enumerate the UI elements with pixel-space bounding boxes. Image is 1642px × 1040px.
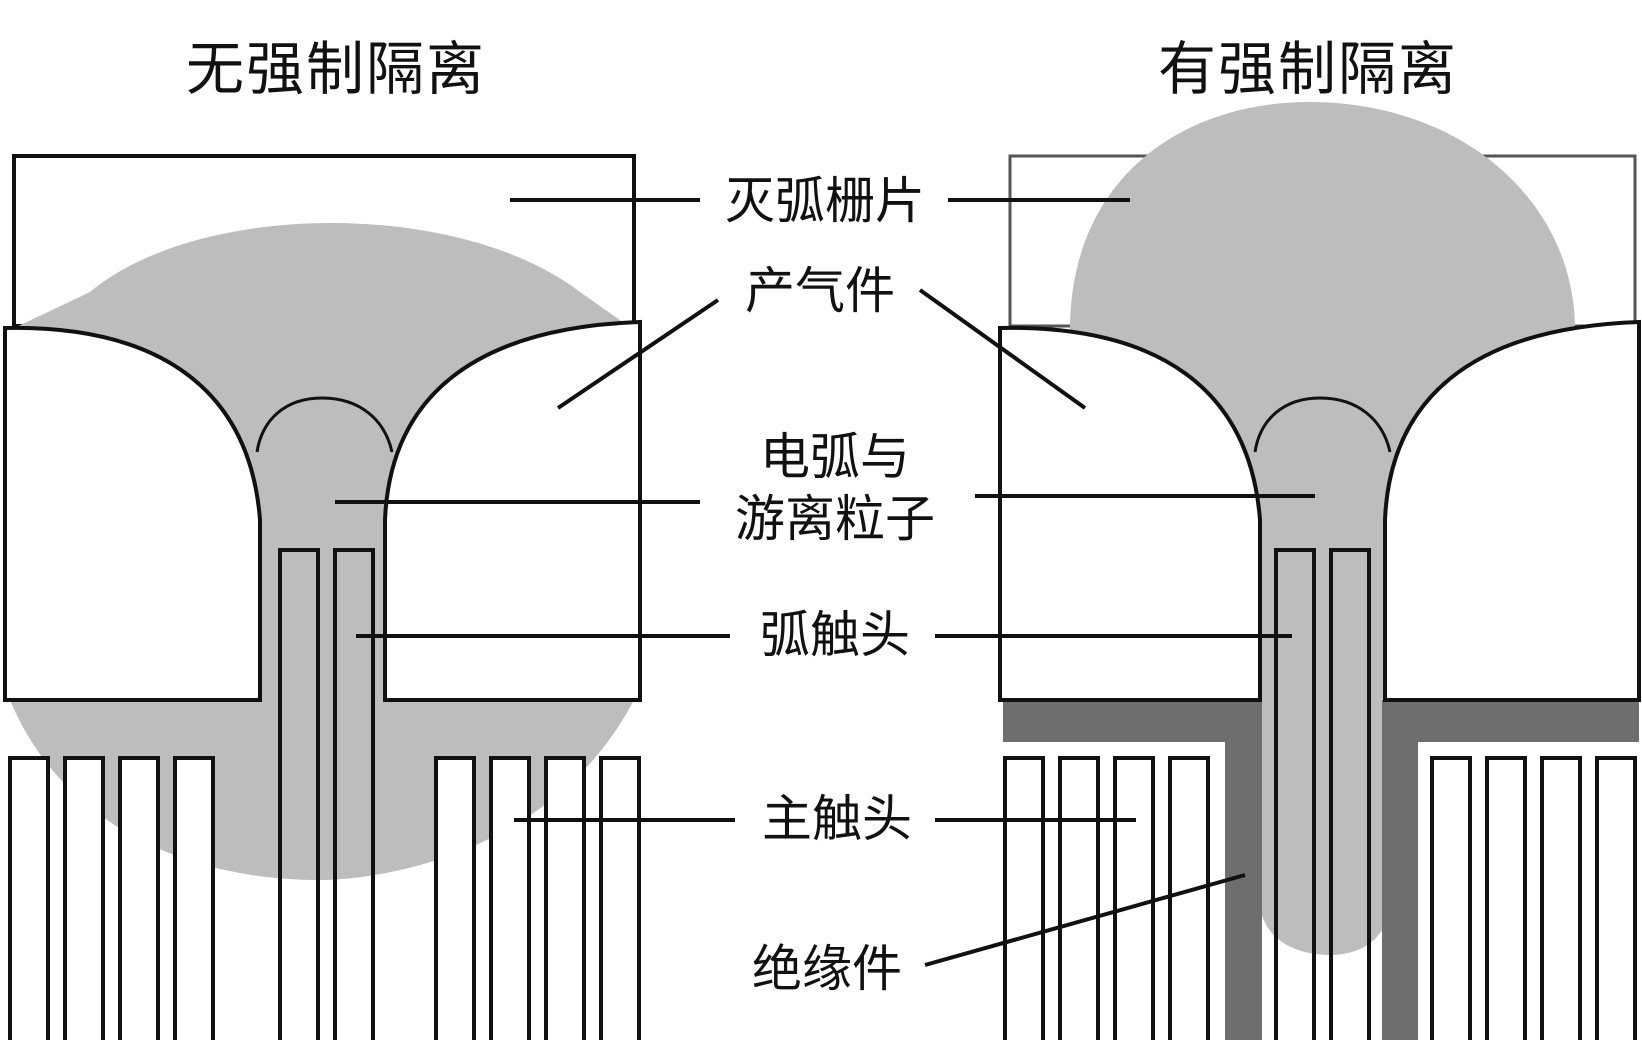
main-contact-finger xyxy=(1595,756,1637,1040)
main-contact-finger xyxy=(63,756,105,1040)
right-gas-generator-right xyxy=(1383,319,1641,702)
label-arc-particles-line1: 电弧与 xyxy=(760,428,910,486)
label-main-contact: 主触头 xyxy=(762,790,912,848)
main-contact-finger xyxy=(118,756,160,1040)
main-contact-finger xyxy=(1540,756,1582,1040)
leader-gas-right xyxy=(918,288,1087,410)
right-insulator xyxy=(1003,700,1639,1040)
left-gas-generator-right xyxy=(383,319,642,702)
left-gas-arch xyxy=(255,396,394,453)
label-insulator: 绝缘件 xyxy=(752,940,902,998)
label-arc-contact: 弧触头 xyxy=(760,606,910,664)
leader-gas-left xyxy=(556,298,720,410)
main-contact-finger xyxy=(8,756,50,1040)
main-contact-finger xyxy=(599,756,641,1040)
left-arc-contact-2 xyxy=(333,548,375,1040)
main-contact-finger xyxy=(434,756,476,1040)
right-panel xyxy=(998,102,1641,1040)
title-right: 有强制隔离 xyxy=(1158,35,1459,103)
label-arc-particles-line2: 游离粒子 xyxy=(735,490,935,548)
right-arc-contact-1 xyxy=(1274,548,1316,1040)
main-contact-finger xyxy=(1430,756,1472,1040)
main-contact-finger xyxy=(1003,756,1045,1040)
main-contact-finger xyxy=(1058,756,1100,1040)
left-panel xyxy=(3,154,642,1040)
right-main-contacts-left xyxy=(1003,756,1210,1040)
left-gas-generator-left xyxy=(3,325,262,702)
main-contact-finger xyxy=(173,756,215,1040)
main-contact-finger xyxy=(1485,756,1527,1040)
label-gas-generator: 产气件 xyxy=(745,262,895,320)
leader-lines xyxy=(335,198,1315,967)
main-contact-finger xyxy=(489,756,531,1040)
left-main-contacts-right xyxy=(434,756,641,1040)
main-contact-finger xyxy=(1168,756,1210,1040)
leader-insulator xyxy=(924,873,1246,967)
label-arc-chute: 灭弧栅片 xyxy=(725,172,925,230)
title-left: 无强制隔离 xyxy=(186,35,487,103)
main-contact-finger xyxy=(544,756,586,1040)
main-contact-finger xyxy=(1113,756,1155,1040)
left-main-contacts-left xyxy=(8,756,215,1040)
right-gas-arch xyxy=(1253,396,1392,453)
right-main-contacts-right xyxy=(1430,756,1637,1040)
right-arc-contact-2 xyxy=(1329,548,1371,1040)
right-gas-generator-left xyxy=(998,325,1262,702)
left-arc-contact-1 xyxy=(278,548,320,1040)
right-arc-cloud xyxy=(1070,102,1575,955)
